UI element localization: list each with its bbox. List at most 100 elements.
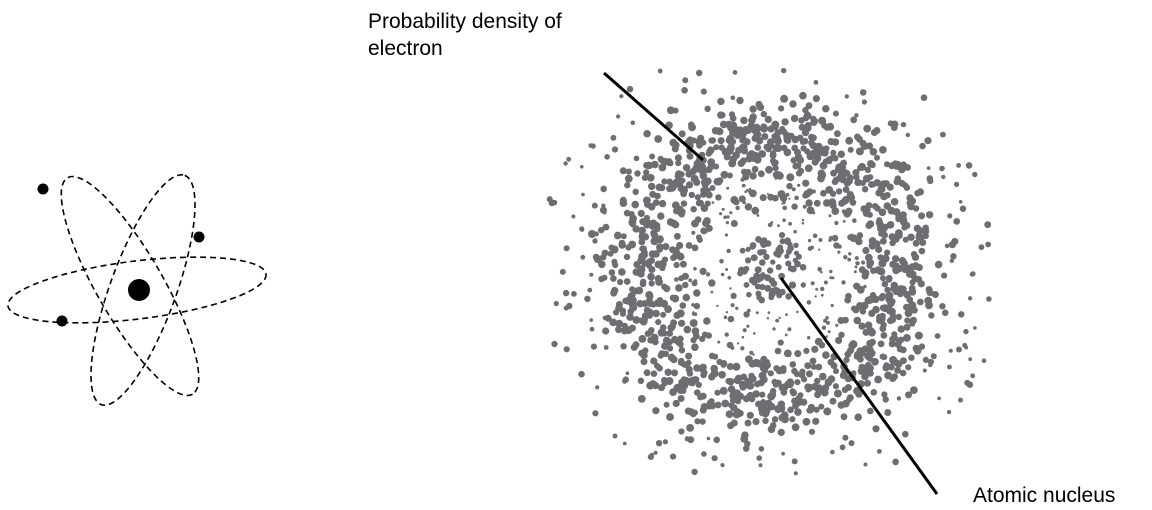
cloud-dot	[772, 144, 780, 152]
cloud-dot	[905, 391, 912, 399]
cloud-dot	[691, 230, 696, 235]
cloud-dot	[735, 205, 740, 211]
orbit-diagonal-left	[60, 175, 200, 397]
cloud-dot	[931, 291, 939, 298]
electron-dot	[193, 231, 205, 243]
cloud-dot	[714, 389, 721, 396]
cloud-dot	[694, 216, 702, 224]
cloud-dot	[645, 161, 653, 170]
cloud-dot	[802, 114, 809, 122]
cloud-dot	[847, 347, 854, 355]
cloud-dot	[924, 296, 933, 305]
cloud-dot	[721, 148, 730, 156]
cloud-dot	[770, 150, 777, 157]
cloud-dot	[956, 163, 961, 168]
cloud-dot	[897, 325, 905, 333]
cloud-dot	[656, 300, 663, 308]
cloud-dot	[973, 326, 977, 330]
cloud-dot	[742, 173, 750, 181]
cloud-dot	[672, 399, 680, 408]
cloud-dot	[708, 279, 716, 287]
cloud-dot	[914, 331, 923, 340]
cloud-dot	[832, 110, 839, 117]
cloud-dot	[587, 287, 593, 293]
cloud-dot	[789, 416, 796, 423]
cloud-dot	[809, 357, 817, 365]
cloud-dot	[863, 124, 872, 133]
cloud-dot	[830, 362, 838, 370]
cloud-dot	[672, 107, 679, 114]
cloud-dot	[681, 87, 688, 94]
cloud-dot	[731, 125, 740, 133]
cloud-dot	[815, 384, 823, 392]
cloud-dot	[744, 419, 752, 427]
cloud-dot	[717, 97, 725, 106]
cloud-dot	[772, 327, 776, 331]
cloud-dot	[785, 137, 792, 144]
cloud-dot	[598, 260, 606, 269]
cloud-dot	[671, 369, 679, 377]
cloud-dot	[752, 418, 760, 426]
cloud-dot	[756, 214, 760, 217]
cloud-dot	[928, 312, 935, 319]
cloud-dot	[679, 302, 687, 309]
cloud-dot	[600, 187, 605, 191]
cloud-dot	[608, 269, 616, 276]
cloud-dot	[700, 371, 707, 379]
cloud-dot	[670, 453, 677, 460]
cloud-dot	[879, 325, 887, 332]
cloud-dot	[760, 110, 767, 118]
cloud-dot	[699, 363, 707, 372]
cloud-dot	[749, 350, 754, 355]
cloud-dot	[748, 187, 752, 191]
cloud-dot	[904, 317, 911, 324]
cloud-dot	[865, 222, 873, 229]
cloud-dot	[906, 194, 914, 202]
cloud-dot	[925, 211, 934, 219]
cloud-dot	[948, 348, 953, 353]
cloud-dot	[754, 380, 761, 388]
cloud-dot	[825, 316, 829, 320]
cloud-dot	[571, 291, 577, 297]
cloud-dot	[664, 158, 673, 166]
cloud-dot	[830, 449, 835, 455]
cloud-dot	[818, 238, 823, 242]
cloud-dot	[688, 278, 693, 283]
cloud-dot	[858, 322, 866, 330]
cloud-dot	[898, 179, 906, 187]
cloud-dot	[592, 238, 598, 244]
cloud-dot	[628, 211, 635, 218]
cloud-dot	[741, 183, 746, 188]
cloud-dot	[766, 138, 775, 146]
cloud-dot	[871, 357, 879, 366]
cloud-dot	[725, 221, 730, 225]
cloud-dot	[862, 174, 871, 183]
cloud-dot	[643, 306, 651, 314]
cloud-dot	[781, 451, 785, 456]
cloud-dot	[774, 129, 782, 137]
cloud-dot	[922, 368, 927, 373]
cloud-dot	[895, 264, 903, 273]
cloud-dot	[658, 384, 665, 392]
cloud-dot	[619, 167, 627, 175]
cloud-dot	[706, 272, 711, 277]
cloud-dot	[744, 203, 753, 211]
cloud-dot	[676, 178, 684, 186]
cloud-dot	[643, 169, 650, 176]
cloud-dot	[763, 361, 771, 370]
cloud-dot	[697, 199, 704, 207]
cloud-dot	[857, 165, 863, 171]
cloud-dot	[774, 137, 782, 146]
cloud-dot	[684, 436, 691, 442]
cloud-dot	[685, 181, 694, 189]
cloud-dot	[797, 167, 805, 175]
cloud-dot	[869, 295, 877, 302]
cloud-dot	[745, 257, 752, 264]
cloud-dot	[791, 187, 796, 192]
cloud-dot	[802, 417, 811, 426]
cloud-dot	[650, 370, 658, 378]
cloud-dot	[743, 282, 750, 288]
cloud-dot	[881, 254, 890, 263]
cloud-dot	[888, 233, 896, 241]
cloud-dot	[806, 300, 812, 305]
